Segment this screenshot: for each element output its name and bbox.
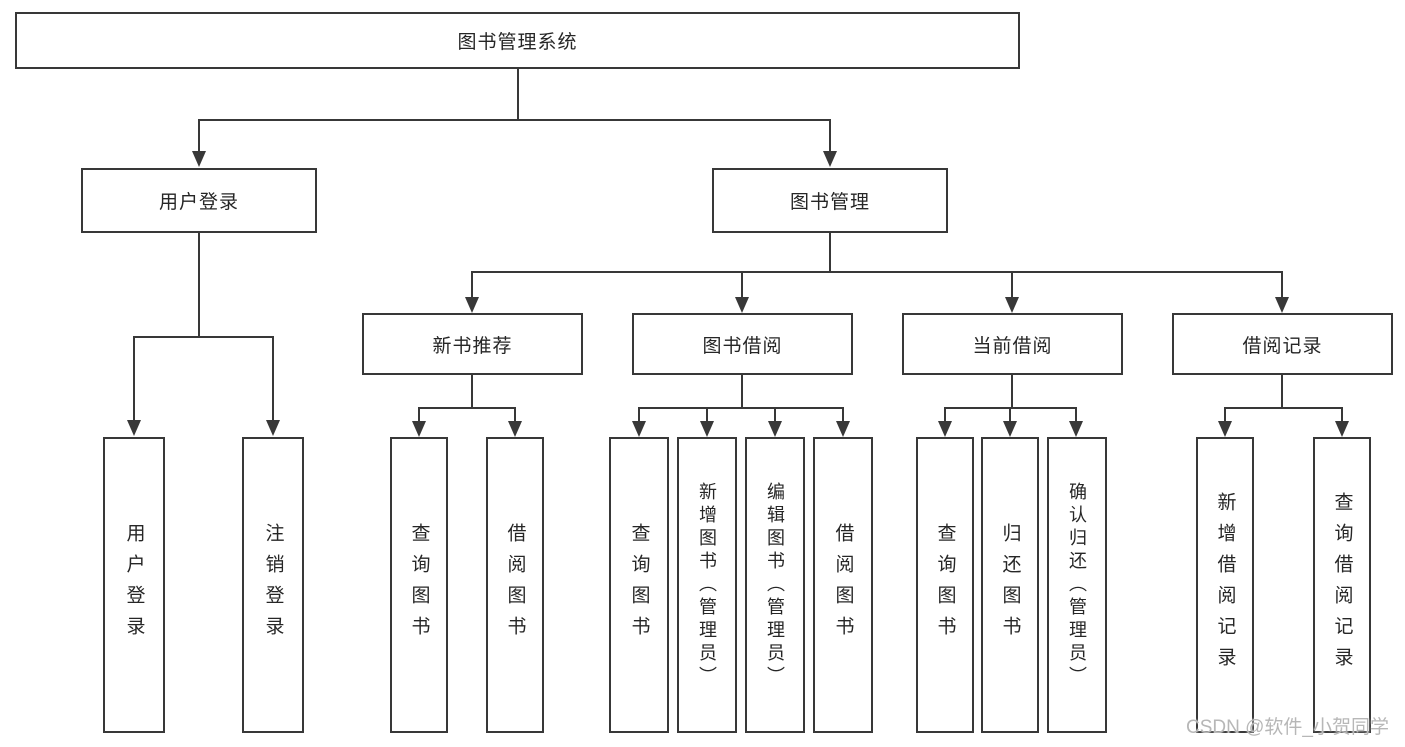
arrow-new-rec xyxy=(465,297,479,313)
node-new-rec-label: 新书推荐 xyxy=(432,335,513,357)
arrow-rec-borrow xyxy=(508,421,522,437)
connector-book-mgmt-stem xyxy=(829,119,831,153)
connector-user-login-down xyxy=(198,233,200,338)
connector-current-borrow-down xyxy=(1011,375,1013,409)
connector-current-borrow-stem xyxy=(1011,271,1013,299)
connector-book-mgmt-down xyxy=(829,233,831,273)
node-new-rec: 新书推荐 xyxy=(362,313,583,375)
connector-user-login-stem xyxy=(198,119,200,153)
node-borrow-record: 借阅记录 xyxy=(1172,313,1393,375)
arrow-cb-query xyxy=(938,421,952,437)
leaf-bb-query: 查询图书 xyxy=(609,437,669,733)
leaf-bb-add: 新增图书（管理员） xyxy=(677,437,737,733)
node-book-mgmt-label: 图书管理 xyxy=(789,192,870,213)
connector-bb-query-stem xyxy=(638,407,640,423)
leaf-br-query: 查询借阅记录 xyxy=(1313,437,1371,733)
leaf-br-add-label: 新增借阅记录 xyxy=(1214,492,1236,678)
arrow-br-query xyxy=(1335,421,1349,437)
node-book-borrow-label: 图书借阅 xyxy=(702,335,783,357)
connector-br-add-stem xyxy=(1224,407,1226,423)
leaf-rec-query-label: 查询图书 xyxy=(408,523,430,647)
leaf-bb-edit: 编辑图书（管理员） xyxy=(745,437,805,733)
leaf-cb-query-label: 查询图书 xyxy=(934,523,956,647)
connector-root-stem xyxy=(517,69,519,120)
connector-cb-return-stem xyxy=(1009,407,1011,423)
leaf-user-login-label: 用户登录 xyxy=(123,523,145,647)
leaf-cb-confirm: 确认归还（管理员） xyxy=(1047,437,1107,733)
node-user-login-label: 用户登录 xyxy=(158,192,239,213)
leaf-cb-confirm-label: 确认归还（管理员） xyxy=(1067,481,1087,689)
connector-user-login-branch xyxy=(133,336,274,338)
leaf-bb-borrow-label: 借阅图书 xyxy=(832,523,854,647)
connector-br-query-stem xyxy=(1341,407,1343,423)
arrow-bb-borrow xyxy=(836,421,850,437)
node-borrow-record-label: 借阅记录 xyxy=(1242,335,1323,357)
leaf-logout: 注销登录 xyxy=(242,437,304,733)
connector-new-rec-branch xyxy=(418,407,516,409)
leaf-bb-add-label: 新增图书（管理员） xyxy=(697,481,717,689)
leaf-bb-borrow: 借阅图书 xyxy=(813,437,873,733)
arrow-rec-query xyxy=(412,421,426,437)
arrow-borrow-record xyxy=(1275,297,1289,313)
connector-bb-edit-stem xyxy=(774,407,776,423)
arrow-leaf-logout xyxy=(266,420,280,436)
arrow-bb-query xyxy=(632,421,646,437)
arrow-bb-edit xyxy=(768,421,782,437)
arrow-current-borrow xyxy=(1005,297,1019,313)
leaf-rec-borrow: 借阅图书 xyxy=(486,437,544,733)
arrow-cb-return xyxy=(1003,421,1017,437)
arrow-leaf-user-login xyxy=(127,420,141,436)
connector-book-mgmt-branch xyxy=(471,271,1282,273)
node-user-login: 用户登录 xyxy=(81,168,317,233)
connector-new-rec-stem xyxy=(471,271,473,299)
leaf-br-query-label: 查询借阅记录 xyxy=(1331,492,1353,678)
node-root-label: 图书管理系统 xyxy=(457,32,578,53)
leaf-rec-query: 查询图书 xyxy=(390,437,448,733)
leaf-logout-label: 注销登录 xyxy=(262,523,284,647)
node-current-borrow: 当前借阅 xyxy=(902,313,1123,375)
arrow-book-mgmt xyxy=(823,151,837,167)
leaf-user-login: 用户登录 xyxy=(103,437,165,733)
arrow-cb-confirm xyxy=(1069,421,1083,437)
connector-borrow-record-stem xyxy=(1281,271,1283,299)
leaf-bb-edit-label: 编辑图书（管理员） xyxy=(765,481,785,689)
connector-leaf-user-login-stem xyxy=(133,336,135,422)
connector-leaf-logout-stem xyxy=(272,336,274,422)
connector-bb-add-stem xyxy=(706,407,708,423)
leaf-rec-borrow-label: 借阅图书 xyxy=(504,523,526,647)
connector-rec-borrow-stem xyxy=(514,407,516,423)
leaf-cb-return-label: 归还图书 xyxy=(999,523,1021,647)
leaf-br-add: 新增借阅记录 xyxy=(1196,437,1254,733)
leaf-bb-query-label: 查询图书 xyxy=(628,523,650,647)
node-root: 图书管理系统 xyxy=(15,12,1020,69)
arrow-user-login xyxy=(192,151,206,167)
connector-rec-query-stem xyxy=(418,407,420,423)
connector-book-borrow-down xyxy=(741,375,743,409)
connector-cb-query-stem xyxy=(944,407,946,423)
arrow-book-borrow xyxy=(735,297,749,313)
node-current-borrow-label: 当前借阅 xyxy=(972,335,1053,357)
connector-borrow-record-branch xyxy=(1224,407,1342,409)
connector-new-rec-down xyxy=(471,375,473,409)
connector-book-borrow-stem xyxy=(741,271,743,299)
connector-cb-confirm-stem xyxy=(1075,407,1077,423)
arrow-br-add xyxy=(1218,421,1232,437)
csdn-watermark: CSDN @软件_小贺同学 xyxy=(1186,717,1389,738)
leaf-cb-query: 查询图书 xyxy=(916,437,974,733)
connector-book-borrow-branch xyxy=(638,407,844,409)
node-book-borrow: 图书借阅 xyxy=(632,313,853,375)
leaf-cb-return: 归还图书 xyxy=(981,437,1039,733)
connector-borrow-record-down xyxy=(1281,375,1283,409)
connector-bb-borrow-stem xyxy=(842,407,844,423)
node-book-mgmt: 图书管理 xyxy=(712,168,948,233)
connector-root-branch xyxy=(198,119,831,121)
arrow-bb-add xyxy=(700,421,714,437)
